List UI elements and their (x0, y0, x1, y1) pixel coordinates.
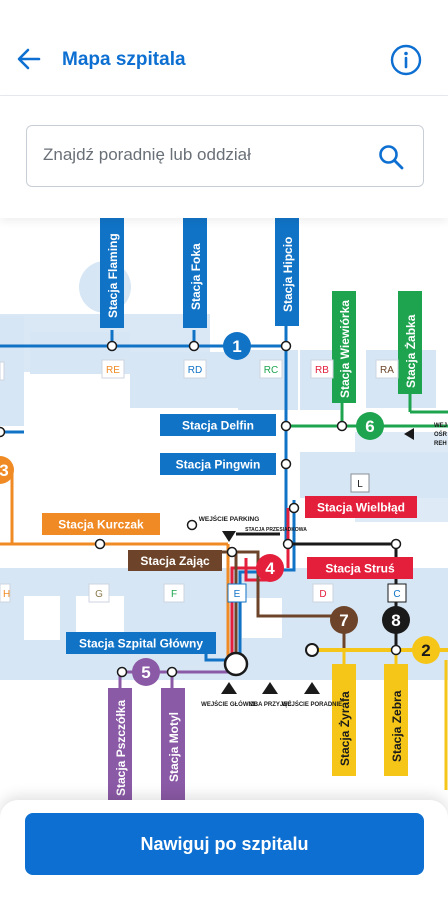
line-2-badge: 2 (421, 641, 430, 660)
search-icon[interactable] (377, 143, 405, 171)
note-wejscie-parking: WEJŚCIE PARKING (199, 514, 260, 523)
zone-rd: RD (188, 365, 202, 376)
station-strus[interactable]: Stacja Struś (307, 557, 413, 579)
note-right-edge-2: OŚR (434, 431, 448, 438)
search-input[interactable] (43, 126, 363, 184)
note-right-edge-3: REH (434, 441, 447, 447)
page-title: Mapa szpitala (62, 49, 186, 70)
annotations: WEJŚCIE PARKING STACJA PRZESIADKOWA WEJŚ… (199, 423, 448, 708)
info-circle-icon (390, 44, 422, 76)
station-foka-label: Stacja Foka (189, 243, 203, 310)
zone-ra: RA (380, 365, 394, 376)
station-delfin-label: Stacja Delfin (182, 419, 254, 433)
station-zabka-label: Stacja Żabka (403, 314, 418, 388)
station-zyrafa[interactable]: Stacja Żyrafa (332, 664, 356, 776)
station-szpital-glowny-label: Stacja Szpital Główny (79, 637, 203, 651)
station-foka[interactable]: Stacja Foka (183, 218, 207, 328)
hospital-map[interactable]: Stacja Flaming Stacja Foka Stacja Hipcio… (0, 218, 448, 800)
note-wejscie-glowne: WEJŚCIE GŁÓWNE (201, 700, 257, 708)
station-wiewiorka[interactable]: Stacja Wiewiórka (332, 291, 356, 403)
search-section (0, 96, 448, 218)
station-zajac-label: Stacja Zając (140, 554, 210, 568)
search-box (26, 125, 424, 187)
zone-h: H (3, 589, 10, 600)
arrow-left-icon (17, 48, 41, 70)
station-strus-label: Stacja Struś (325, 562, 395, 576)
app-header: Mapa szpitala (0, 0, 448, 96)
horizontal-stations: Stacja Delfin Stacja Pingwin Stacja Kurc… (42, 414, 417, 654)
note-izba-przyjec: IZBA PRZYJĘĆ (248, 700, 292, 708)
station-motyl-label: Stacja Motyl (167, 712, 181, 782)
zone-g: G (95, 589, 103, 600)
line-5-badge: 5 (141, 663, 150, 682)
station-hipcio[interactable]: Stacja Hipcio (275, 218, 299, 326)
line-7-badge: 7 (339, 611, 348, 630)
line-8-badge: 8 (391, 611, 400, 630)
station-kurczak[interactable]: Stacja Kurczak (42, 513, 160, 535)
zone-rc: RC (264, 365, 278, 376)
vertical-stations: Stacja Flaming Stacja Foka Stacja Hipcio… (100, 218, 422, 800)
zone-e: E (234, 589, 241, 600)
line-4-badge: 4 (265, 559, 275, 578)
station-hipcio-label: Stacja Hipcio (281, 237, 295, 312)
station-flaming-label: Stacja Flaming (106, 233, 120, 318)
info-button[interactable] (390, 44, 422, 76)
station-zabka[interactable]: Stacja Żabka (398, 291, 422, 394)
station-flaming[interactable]: Stacja Flaming (100, 218, 124, 328)
station-zebra-label: Stacja Zebra (390, 690, 404, 762)
station-pingwin[interactable]: Stacja Pingwin (160, 453, 276, 475)
station-wielblad-label: Stacja Wielbłąd (317, 501, 405, 515)
line-6-badge: 6 (365, 417, 374, 436)
station-zajac[interactable]: Stacja Zając (128, 550, 222, 571)
station-wiewiorka-label: Stacja Wiewiórka (338, 300, 352, 398)
note-stacja-przesiadkowa: STACJA PRZESIADKOWA (245, 527, 307, 533)
hub-stations (223, 643, 319, 677)
zone-re: RE (106, 365, 120, 376)
back-button[interactable] (14, 44, 44, 74)
zone-c: C (393, 589, 400, 600)
zone-d: D (319, 589, 326, 600)
station-zebra[interactable]: Stacja Zebra (384, 664, 408, 776)
zone-markers: RE RD RC RB RA L H G F E D C (0, 359, 407, 603)
navigate-button[interactable]: Nawiguj po szpitalu (25, 813, 424, 875)
bottom-sheet: Nawiguj po szpitalu (0, 800, 448, 900)
station-motyl[interactable]: Stacja Motyl (161, 688, 185, 800)
station-szpital-glowny[interactable]: Stacja Szpital Główny (66, 632, 216, 654)
station-kurczak-label: Stacja Kurczak (58, 518, 144, 532)
entrance-markers (221, 428, 414, 694)
map-canvas: Stacja Flaming Stacja Foka Stacja Hipcio… (0, 218, 448, 800)
station-delfin[interactable]: Stacja Delfin (160, 414, 276, 436)
line-badges: 1 6 4 7 8 5 2 3 (0, 332, 440, 686)
line-1-badge: 1 (232, 337, 241, 356)
line-3-badge: 3 (0, 461, 9, 480)
station-pszczolka[interactable]: Stacja Pszczółka (108, 688, 132, 800)
zone-rb: RB (315, 365, 329, 376)
station-wielblad[interactable]: Stacja Wielbłąd (305, 496, 417, 518)
station-zyrafa-label: Stacja Żyrafa (337, 691, 352, 766)
station-pingwin-label: Stacja Pingwin (176, 458, 261, 472)
stop-dots (0, 340, 402, 678)
zone-l: L (357, 479, 363, 490)
note-wejscie-poradnie: WEJŚCIE PORADNIE (282, 701, 342, 708)
station-pszczolka-label: Stacja Pszczółka (114, 700, 128, 796)
zone-f: F (171, 589, 177, 600)
note-right-edge-1: WEJ (434, 423, 447, 429)
